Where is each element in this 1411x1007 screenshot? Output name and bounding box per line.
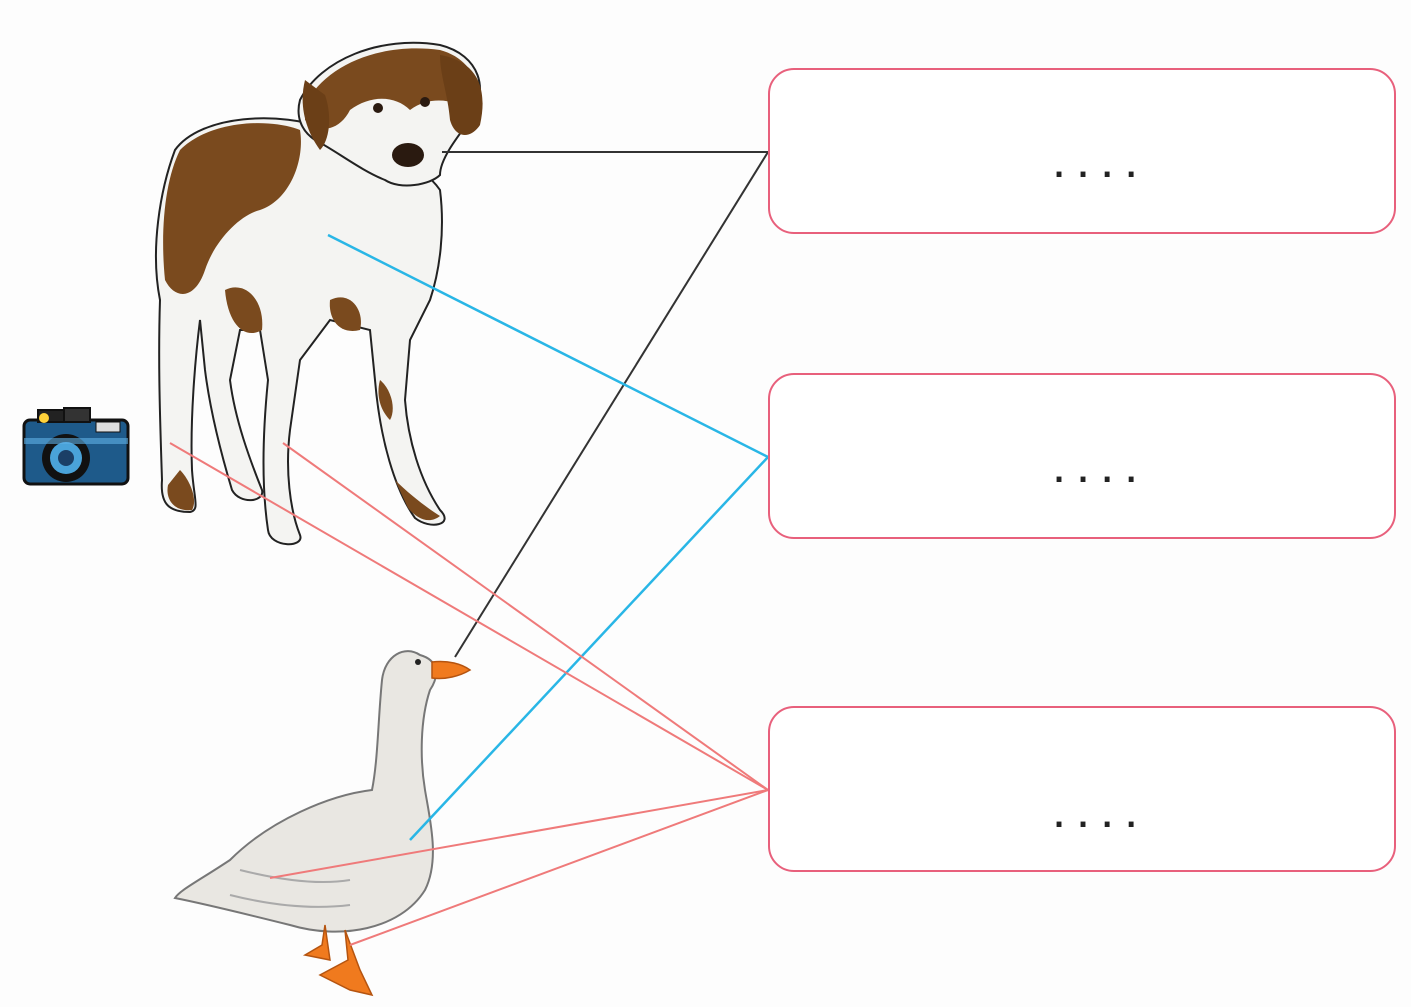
answer-box-1[interactable]: ....	[768, 68, 1396, 234]
answer-box-3[interactable]: ....	[768, 706, 1396, 872]
camera-icon	[24, 408, 128, 484]
line-dog-leg-2-to-box-3	[283, 443, 768, 790]
answer-box-3-placeholder: ....	[1050, 808, 1146, 828]
line-goose-body-to-box-2	[410, 457, 768, 840]
answer-box-2-placeholder: ....	[1050, 463, 1146, 483]
line-goose-head-to-box-1	[455, 152, 768, 657]
line-dog-leg-1-to-box-3	[170, 443, 768, 790]
answer-box-2[interactable]: ....	[768, 373, 1396, 539]
answer-box-1-placeholder: ....	[1050, 158, 1146, 178]
